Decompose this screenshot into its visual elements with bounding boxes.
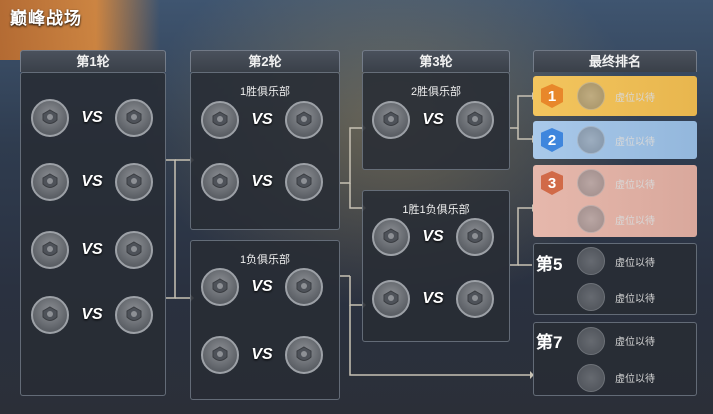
team-avatar[interactable] <box>201 163 239 201</box>
group-1lose-label: 1负俱乐部 <box>239 254 291 266</box>
vs-label: VS <box>251 111 273 128</box>
placeholder-text: 虚位以待 <box>615 179 655 191</box>
avatar-placeholder <box>577 283 605 311</box>
placeholder-text: 虚位以待 <box>615 136 655 148</box>
vs-label: VS <box>422 228 444 245</box>
match-row: VS <box>201 101 323 139</box>
avatar-placeholder <box>577 82 605 110</box>
place-7-slot <box>533 322 697 396</box>
team-avatar[interactable] <box>31 163 69 201</box>
rank-1-badge: 1 <box>541 84 563 108</box>
team-avatar[interactable] <box>201 101 239 139</box>
team-avatar[interactable] <box>456 218 494 256</box>
placeholder-text: 虚位以待 <box>615 374 655 385</box>
team-avatar[interactable] <box>285 336 323 374</box>
placeholder-text: 虚位以待 <box>615 293 655 305</box>
final-header: 最终排名 <box>533 50 697 72</box>
rank-3-slot: 3 虚位以待 虚位以待 <box>533 165 697 237</box>
team-avatar[interactable] <box>285 163 323 201</box>
match-row: VS <box>372 101 494 139</box>
placeholder-text: 虚位以待 <box>615 337 655 348</box>
team-avatar[interactable] <box>201 268 239 306</box>
match-row: VS <box>201 336 323 374</box>
place-5-label: 第5 <box>536 255 563 274</box>
match-row: VS <box>31 296 153 334</box>
place-7-entries: 虚位以待 虚位以待 <box>533 322 697 396</box>
match-row: VS <box>201 268 323 306</box>
match-row: VS <box>31 99 153 137</box>
round3-header: 第3轮 <box>362 50 510 72</box>
match-row: VS <box>372 218 494 256</box>
page-title: 巅峰战场 <box>10 9 82 28</box>
team-avatar[interactable] <box>372 218 410 256</box>
group-1win-label: 1胜俱乐部 <box>239 86 291 98</box>
team-avatar[interactable] <box>31 99 69 137</box>
avatar-placeholder <box>577 169 605 197</box>
placeholder-text: 虚位以待 <box>615 215 655 227</box>
team-avatar[interactable] <box>31 296 69 334</box>
placeholder-text: 虚位以待 <box>615 257 655 269</box>
team-avatar[interactable] <box>372 101 410 139</box>
rank-2-badge: 2 <box>541 128 563 152</box>
vs-label: VS <box>251 278 273 295</box>
vs-label: VS <box>422 111 444 128</box>
rank-2-slot: 2 虚位以待 <box>533 121 697 159</box>
avatar-placeholder <box>577 205 605 233</box>
match-row: VS <box>372 280 494 318</box>
group-1win1lose-label: 1胜1负俱乐部 <box>402 204 470 216</box>
round2-header: 第2轮 <box>190 50 340 72</box>
place-5-slot <box>533 243 697 315</box>
vs-label: VS <box>81 173 103 190</box>
placeholder-text: 虚位以待 <box>615 92 655 104</box>
vs-label: VS <box>81 109 103 126</box>
round2-win-panel <box>190 72 340 230</box>
rank-3-badge: 3 <box>541 171 563 195</box>
match-row: VS <box>31 163 153 201</box>
team-avatar[interactable] <box>372 280 410 318</box>
vs-label: VS <box>251 173 273 190</box>
team-avatar[interactable] <box>456 280 494 318</box>
team-avatar[interactable] <box>201 336 239 374</box>
team-avatar[interactable] <box>115 231 153 269</box>
team-avatar[interactable] <box>285 101 323 139</box>
vs-label: VS <box>81 241 103 258</box>
group-2win-label: 2胜俱乐部 <box>410 86 462 98</box>
avatar-placeholder <box>577 363 605 392</box>
rank-1-slot: 1 虚位以待 <box>533 76 697 116</box>
avatar-placeholder <box>577 247 605 275</box>
place-5-entries: 虚位以待 虚位以待 <box>533 243 697 315</box>
team-avatar[interactable] <box>115 296 153 334</box>
team-avatar[interactable] <box>456 101 494 139</box>
vs-label: VS <box>81 306 103 323</box>
vs-label: VS <box>422 290 444 307</box>
place-7-label: 第7 <box>536 333 563 352</box>
round1-header: 第1轮 <box>20 50 166 72</box>
team-avatar[interactable] <box>115 99 153 137</box>
team-avatar[interactable] <box>285 268 323 306</box>
team-avatar[interactable] <box>115 163 153 201</box>
avatar-placeholder <box>577 326 605 355</box>
avatar-placeholder <box>577 126 605 154</box>
match-row: VS <box>201 163 323 201</box>
team-avatar[interactable] <box>31 231 69 269</box>
vs-label: VS <box>251 346 273 363</box>
match-row: VS <box>31 231 153 269</box>
